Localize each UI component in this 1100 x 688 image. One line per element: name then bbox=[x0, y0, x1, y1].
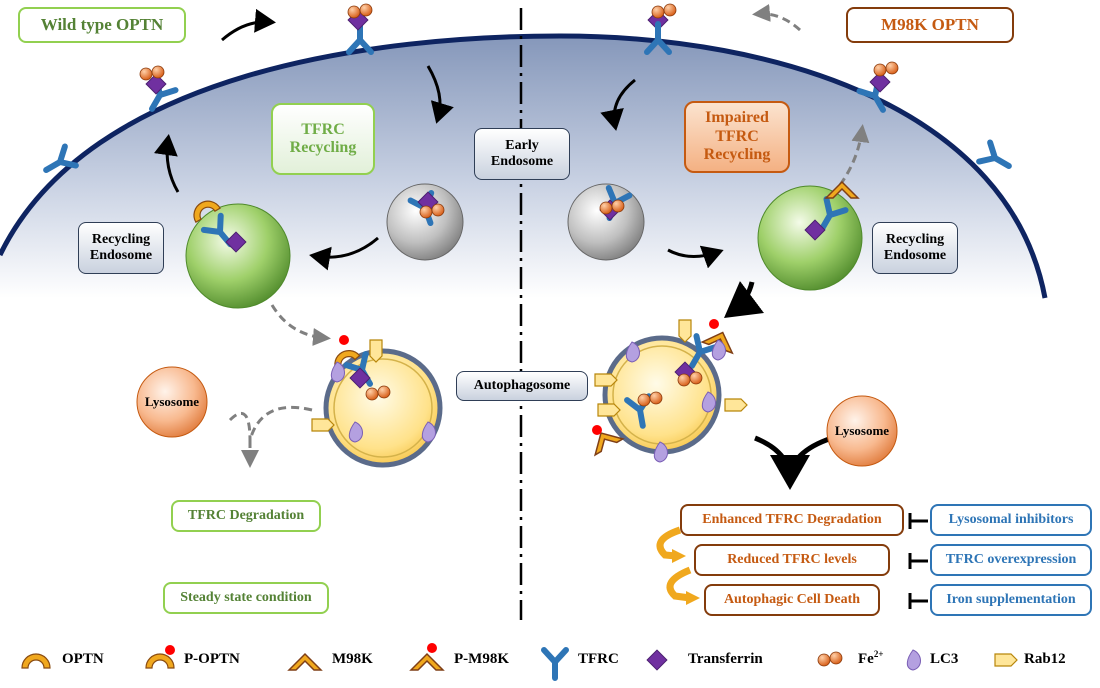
label-lysosome-left: Lysosome bbox=[144, 393, 200, 409]
early-endosome-left bbox=[386, 183, 464, 261]
arrow-lysosome-fusion-left bbox=[228, 405, 313, 462]
legend-fe-label: Fe2+ bbox=[858, 649, 884, 667]
inhibit-overexpression bbox=[908, 553, 928, 569]
cascade-arrow-2 bbox=[666, 566, 692, 602]
label-tfrc-recycling: TFRC Recycling bbox=[271, 103, 375, 175]
arrow-recycling-to-autophagosome-right bbox=[724, 280, 765, 319]
outcome-reduced-levels: Reduced TFRC levels bbox=[694, 544, 890, 576]
inhibit-iron bbox=[908, 593, 928, 609]
inhibitor-lysosomal: Lysosomal inhibitors bbox=[930, 504, 1092, 536]
arrow-recycling-to-autophagosome-left bbox=[270, 304, 331, 346]
recycling-endosome-left bbox=[185, 203, 291, 309]
label-early-endosome: Early Endosome bbox=[474, 128, 570, 180]
arrow-recycle-dashed-right bbox=[838, 124, 870, 186]
autophagosome-right bbox=[602, 335, 722, 455]
legend-m98k-label: M98K bbox=[332, 651, 373, 667]
legend-transferrin-label: Transferrin bbox=[688, 651, 763, 667]
arrow-dashed-to-surface-right bbox=[752, 3, 802, 32]
label-impaired-recycling: Impaired TFRC Recycling bbox=[684, 101, 790, 173]
inhibit-lysosomal bbox=[908, 513, 928, 529]
title-wild-type: Wild type OPTN bbox=[18, 7, 186, 43]
cascade-arrow-1 bbox=[656, 526, 682, 560]
arrow-early-to-recycling-left bbox=[309, 236, 379, 271]
label-autophagosome: Autophagosome bbox=[456, 371, 588, 401]
inhibitor-tfrc-overexpression: TFRC overexpression bbox=[930, 544, 1092, 576]
outcome-tfrc-degradation: TFRC Degradation bbox=[171, 500, 321, 532]
lysosome-left bbox=[136, 366, 208, 438]
legend-tfrc-label: TFRC bbox=[578, 651, 619, 667]
phospho-dot-right-2 bbox=[592, 425, 602, 435]
inhibitor-iron-supplementation: Iron supplementation bbox=[930, 584, 1092, 616]
outcome-steady-state: Steady state condition bbox=[163, 582, 329, 614]
outcome-enhanced-degradation: Enhanced TFRC Degradation bbox=[680, 504, 904, 536]
lysosome-right bbox=[826, 395, 898, 467]
arrow-to-surface-left bbox=[221, 8, 276, 42]
arrow-early-to-recycling-right bbox=[667, 245, 724, 269]
arrow-endocytosis-right bbox=[600, 78, 636, 131]
legend-fe-charge: 2+ bbox=[873, 649, 884, 659]
label-lysosome-right: Lysosome bbox=[834, 422, 890, 438]
iron-exit-right bbox=[873, 61, 899, 77]
legend-optn-label: OPTN bbox=[62, 651, 104, 667]
phospho-dot-left bbox=[339, 335, 349, 345]
recycling-endosome-right bbox=[757, 185, 863, 291]
early-endosome-right bbox=[567, 183, 645, 261]
legend-p-optn-label: P-OPTN bbox=[184, 651, 240, 667]
label-recycling-endosome-right: Recycling Endosome bbox=[872, 222, 958, 274]
arrow-endocytosis-left bbox=[426, 65, 454, 124]
title-m98k: M98K OPTN bbox=[846, 7, 1014, 43]
plasma-membrane bbox=[0, 33, 1048, 299]
label-recycling-endosome-left: Recycling Endosome bbox=[78, 222, 164, 274]
outcome-autophagic-death: Autophagic Cell Death bbox=[704, 584, 880, 616]
legend-lc3-label: LC3 bbox=[930, 651, 959, 667]
arrow-recycle-up-left bbox=[154, 134, 180, 193]
arrow-fusion-right bbox=[754, 435, 833, 480]
legend-p-m98k-label: P-M98K bbox=[454, 651, 509, 667]
legend-rab12-label: Rab12 bbox=[1024, 651, 1066, 667]
phospho-dot-right-1 bbox=[709, 319, 719, 329]
